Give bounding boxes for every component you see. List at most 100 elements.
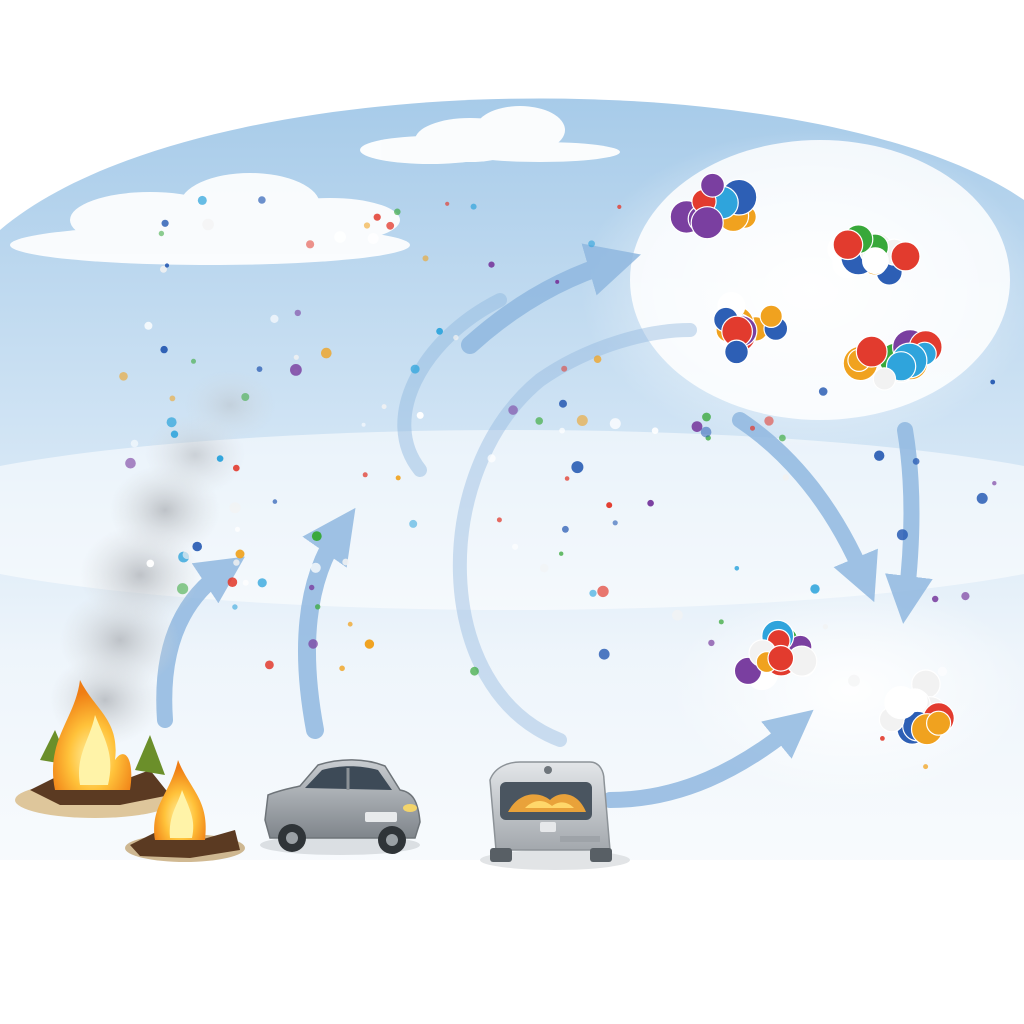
particle [559,399,567,408]
particle-cluster-icon [669,172,758,240]
particle [394,208,401,216]
particle [232,604,238,610]
particle [258,196,266,204]
particle [144,321,153,330]
particle [409,519,418,528]
particle [386,221,395,230]
particle [764,416,774,426]
particle [848,674,860,687]
particle [410,364,420,374]
particle-field [119,195,997,770]
particle [699,172,725,198]
particle [166,417,177,428]
particle [539,563,549,573]
particle [896,529,908,541]
particle [724,339,749,365]
particle [884,685,918,720]
arrow-icon [732,412,878,603]
particle [734,566,740,571]
particle [272,499,278,504]
car-icon [260,759,421,855]
particle [361,422,366,427]
arrow-icon [885,422,933,624]
particle [555,279,560,284]
aggregate-clusters [669,172,955,746]
particle [182,550,192,560]
arrow-icon [602,709,814,808]
particle [782,474,789,481]
particle [559,427,565,434]
particle [364,639,375,649]
particle [293,354,299,360]
particle [750,425,755,431]
particle [130,439,139,448]
particle [767,644,795,672]
particle [257,578,267,588]
particle [606,502,613,509]
particle [535,417,543,425]
particle [589,589,597,597]
particle [617,204,622,209]
flow-arrows [156,243,933,808]
particle [125,457,136,469]
particle [822,624,829,630]
particle [818,387,828,396]
particle [158,230,165,237]
particle [310,562,321,573]
particle [759,304,783,328]
particle [700,426,712,438]
particle [470,203,477,210]
particle [164,263,170,268]
particle [925,710,952,736]
particle [702,412,711,422]
particle [932,595,939,603]
particle [562,525,569,533]
particle [598,648,610,660]
particle [119,372,128,381]
particle-cluster-icon [713,292,789,365]
particle [197,195,207,205]
particle [923,764,929,770]
particle [564,476,570,481]
truck-icon [480,761,630,870]
particle [810,584,820,594]
particle [342,558,350,566]
particle [872,367,897,391]
particle [487,454,496,463]
particle [308,639,318,649]
cloud-icon [360,106,620,164]
particle-cluster-icon [733,619,818,691]
arrow-icon [397,293,507,477]
particle [290,364,302,376]
particle-cluster-icon [842,329,943,391]
particle [227,577,238,587]
particle [961,592,970,601]
particle [373,213,381,221]
particle [160,265,167,273]
particle [588,240,595,248]
arrow-icon [452,323,697,747]
particle-cluster-icon [878,669,955,746]
particle [436,327,443,335]
particle [241,393,250,401]
particle [912,458,920,465]
smoke-plume [50,370,275,745]
particle [511,543,519,550]
particle [862,247,889,275]
ground [0,860,1024,1024]
particle [890,241,921,272]
particle [294,309,301,317]
particle [855,335,888,368]
fire-icon [15,680,245,862]
particle [270,314,279,323]
particle [651,427,659,435]
upper-aggregate-glow [580,130,1024,450]
particle [990,379,996,385]
particle [367,233,379,244]
particle [265,660,274,670]
particle [647,499,654,507]
arrow-icon [461,243,641,354]
particle [708,639,715,647]
particle [470,666,479,676]
